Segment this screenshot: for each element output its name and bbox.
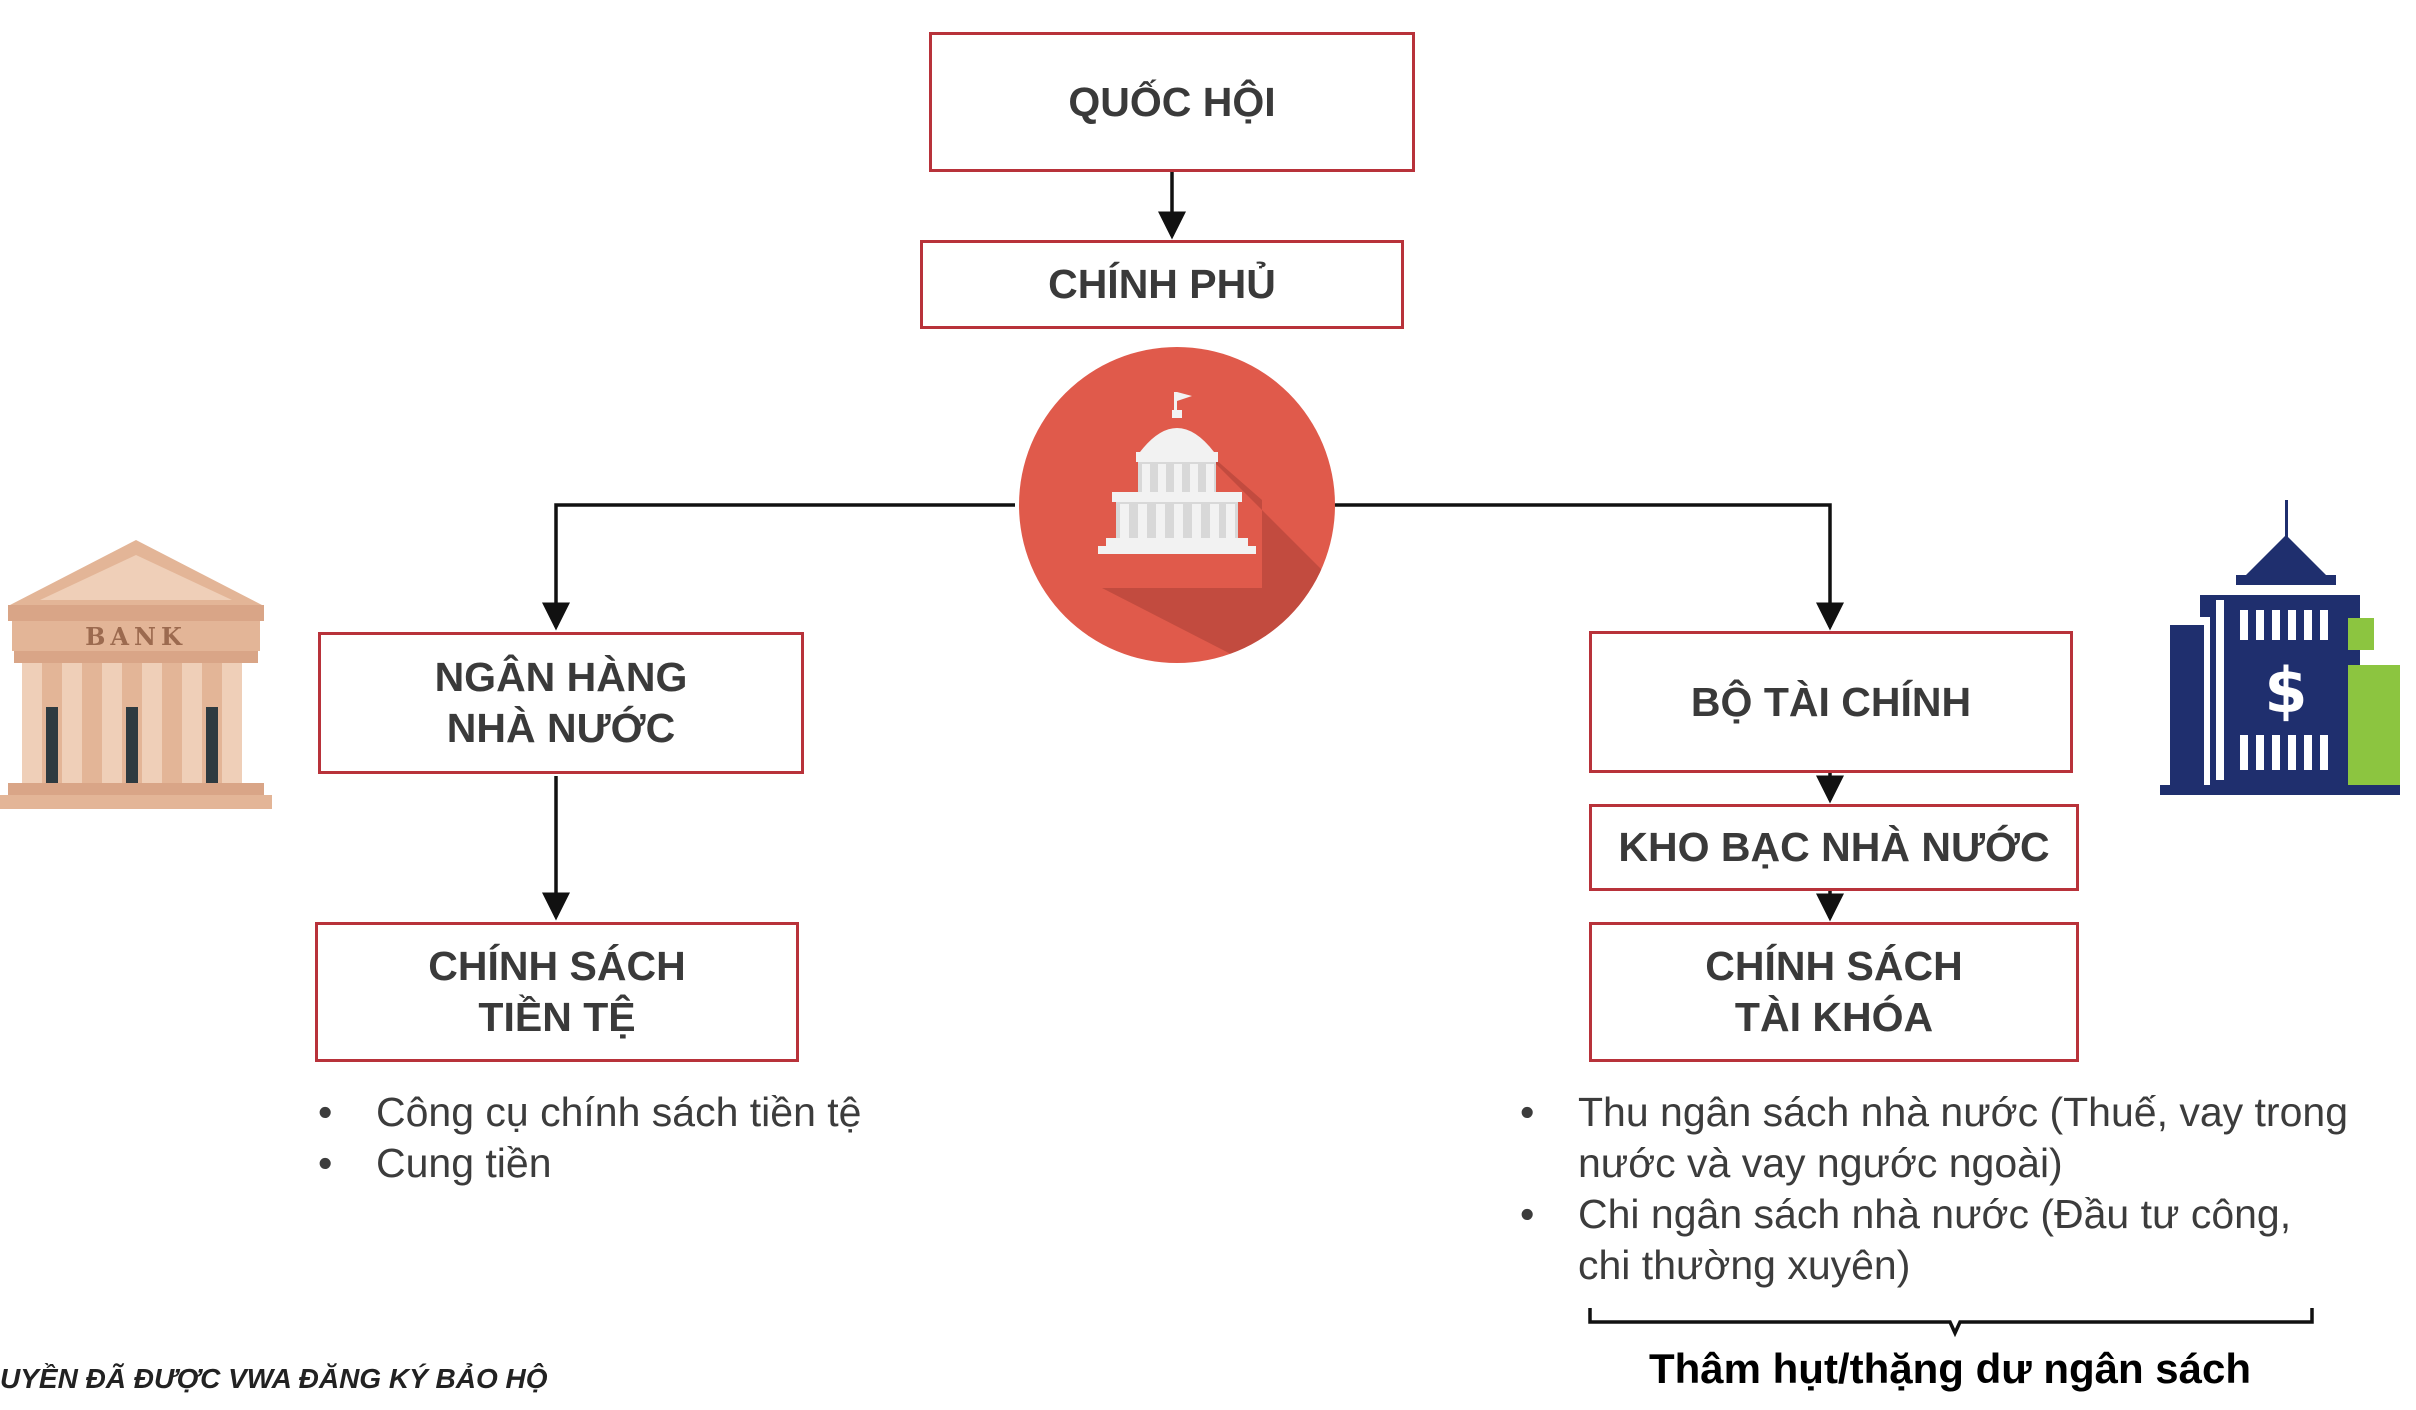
monetary-bullet-item: Cung tiền — [318, 1138, 938, 1189]
box-fiscal-policy-label: CHÍNH SÁCH TÀI KHÓA — [1705, 943, 1963, 1040]
bank-icon: BANK — [0, 540, 272, 809]
fiscal-bullet-list: Thu ngân sách nhà nước (Thuế, vay trong … — [1520, 1087, 2350, 1291]
box-ministry-of-finance: BỘ TÀI CHÍNH — [1589, 631, 2073, 773]
box-government-label: CHÍNH PHỦ — [1048, 261, 1276, 307]
finance-building-icon: $ — [2160, 500, 2400, 795]
budget-balance-label: Thâm hụt/thặng dư ngân sách — [1648, 1345, 2252, 1392]
box-parliament: QUỐC HỘI — [929, 32, 1415, 172]
box-state-treasury-label: KHO BẠC NHÀ NƯỚC — [1618, 824, 2050, 870]
box-ministry-of-finance-label: BỘ TÀI CHÍNH — [1690, 678, 1972, 725]
box-parliament-label: QUỐC HỘI — [1068, 78, 1276, 125]
budget-brace — [1588, 1308, 2314, 1338]
box-state-bank: NGÂN HÀNG NHÀ NƯỚC — [318, 632, 804, 774]
government-emblem — [1019, 347, 1335, 663]
monetary-bullet-item: Công cụ chính sách tiền tệ — [318, 1087, 938, 1138]
box-state-bank-label: NGÂN HÀNG NHÀ NƯỚC — [434, 654, 688, 751]
bank-icon-label: BANK — [85, 622, 187, 651]
box-monetary-policy-label: CHÍNH SÁCH TIỀN TỆ — [428, 943, 686, 1040]
box-fiscal-policy: CHÍNH SÁCH TÀI KHÓA — [1589, 922, 2079, 1062]
capitol-icon — [1098, 392, 1256, 554]
dollar-sign-icon: $ — [2264, 654, 2307, 727]
box-government: CHÍNH PHỦ — [920, 240, 1404, 329]
fiscal-bullet-item: Thu ngân sách nhà nước (Thuế, vay trong … — [1520, 1087, 2350, 1189]
monetary-bullet-list: Công cụ chính sách tiền tệ Cung tiền — [318, 1087, 938, 1189]
fiscal-bullet-item: Chi ngân sách nhà nước (Đầu tư công, chi… — [1520, 1189, 2350, 1291]
copyright-footer: UYỀN ĐÃ ĐƯỢC VWA ĐĂNG KÝ BẢO HỘ — [0, 1363, 548, 1394]
arrow-government-to-finance — [1326, 503, 1844, 631]
box-state-treasury: KHO BẠC NHÀ NƯỚC — [1589, 804, 2079, 891]
arrow-government-to-state-bank — [542, 503, 1015, 631]
box-monetary-policy: CHÍNH SÁCH TIỀN TỆ — [315, 922, 799, 1062]
